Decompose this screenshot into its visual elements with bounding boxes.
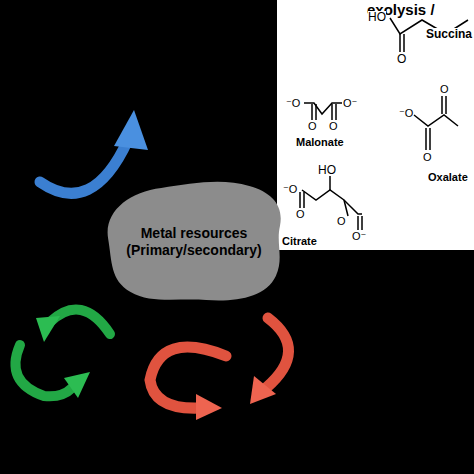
cycle-arrow [266, 318, 289, 388]
atom-label: ⁻O [399, 108, 413, 119]
atom-label: O [329, 121, 338, 132]
resource-blob: Metal resources (Primary/secondary) [106, 180, 282, 304]
atom-label: O⁻ [352, 231, 366, 242]
node-text: Metal resources (Primary/secondary) [119, 225, 269, 259]
atom-label: O [397, 53, 406, 65]
compound-name: Succina [426, 28, 472, 40]
compound-name: Malonate [296, 137, 344, 148]
cycle-arrow [150, 347, 226, 408]
atom-label: O [440, 84, 449, 95]
atom-label: O⁻ [343, 98, 357, 109]
white-panel [277, 0, 474, 250]
atom-label: ⁻O [286, 98, 300, 109]
compound-name: Oxalate [428, 172, 468, 183]
arrow-head [196, 394, 222, 420]
chemical-structures [300, 18, 468, 230]
arrow-head [250, 376, 276, 404]
cycle-arrow [15, 345, 72, 396]
atom-label: O [296, 209, 305, 220]
atom-label: O [423, 152, 432, 163]
compound-name: Citrate [282, 236, 317, 247]
arrow-head [64, 372, 90, 398]
atom-label: O [308, 121, 317, 132]
atom-label: O [337, 216, 346, 227]
atom-label: ⁻O [283, 184, 297, 195]
arrow-head [114, 110, 148, 150]
cycle-arrow [40, 140, 128, 193]
arrow-head [36, 316, 60, 342]
atom-label: HO [318, 164, 336, 176]
atom-label: HO [368, 11, 386, 23]
cycle-arrow [50, 310, 110, 335]
